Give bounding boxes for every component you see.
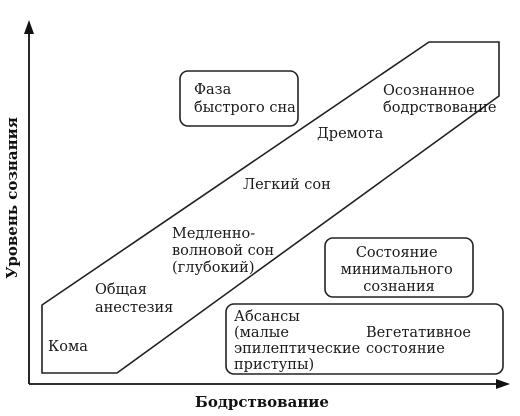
absence-seizures-label: Абсансы (малые эпилептические приступы) <box>234 309 365 373</box>
vegetative-state-label: Вегетативное состояние <box>366 325 476 357</box>
slow-wave-sleep-label: Медленно- волновой сон (глубокий) <box>172 226 279 276</box>
rem-sleep-box <box>179 70 299 127</box>
y-axis-title: Уровень сознания <box>3 117 21 279</box>
absence-vegetative-box <box>225 303 504 375</box>
consciousness-band <box>41 41 500 374</box>
y-axis-arrow <box>24 20 34 34</box>
rem-sleep-label: Фаза быстрого сна <box>194 82 296 116</box>
drowsiness-label: Дремота <box>317 126 384 142</box>
minimally-conscious-box <box>324 237 474 298</box>
x-axis-arrow <box>496 379 510 389</box>
minimally-conscious-label: Состояние минимального сознания <box>341 245 458 295</box>
coma-label: Кома <box>48 339 88 355</box>
x-axis-title: Бодрствование <box>195 393 329 411</box>
anesthesia-label: Общая анестезия <box>95 282 173 316</box>
aware-wakefulness-label: Осознанное бодрствование <box>383 83 496 116</box>
light-sleep-label: Легкий сон <box>243 177 331 193</box>
